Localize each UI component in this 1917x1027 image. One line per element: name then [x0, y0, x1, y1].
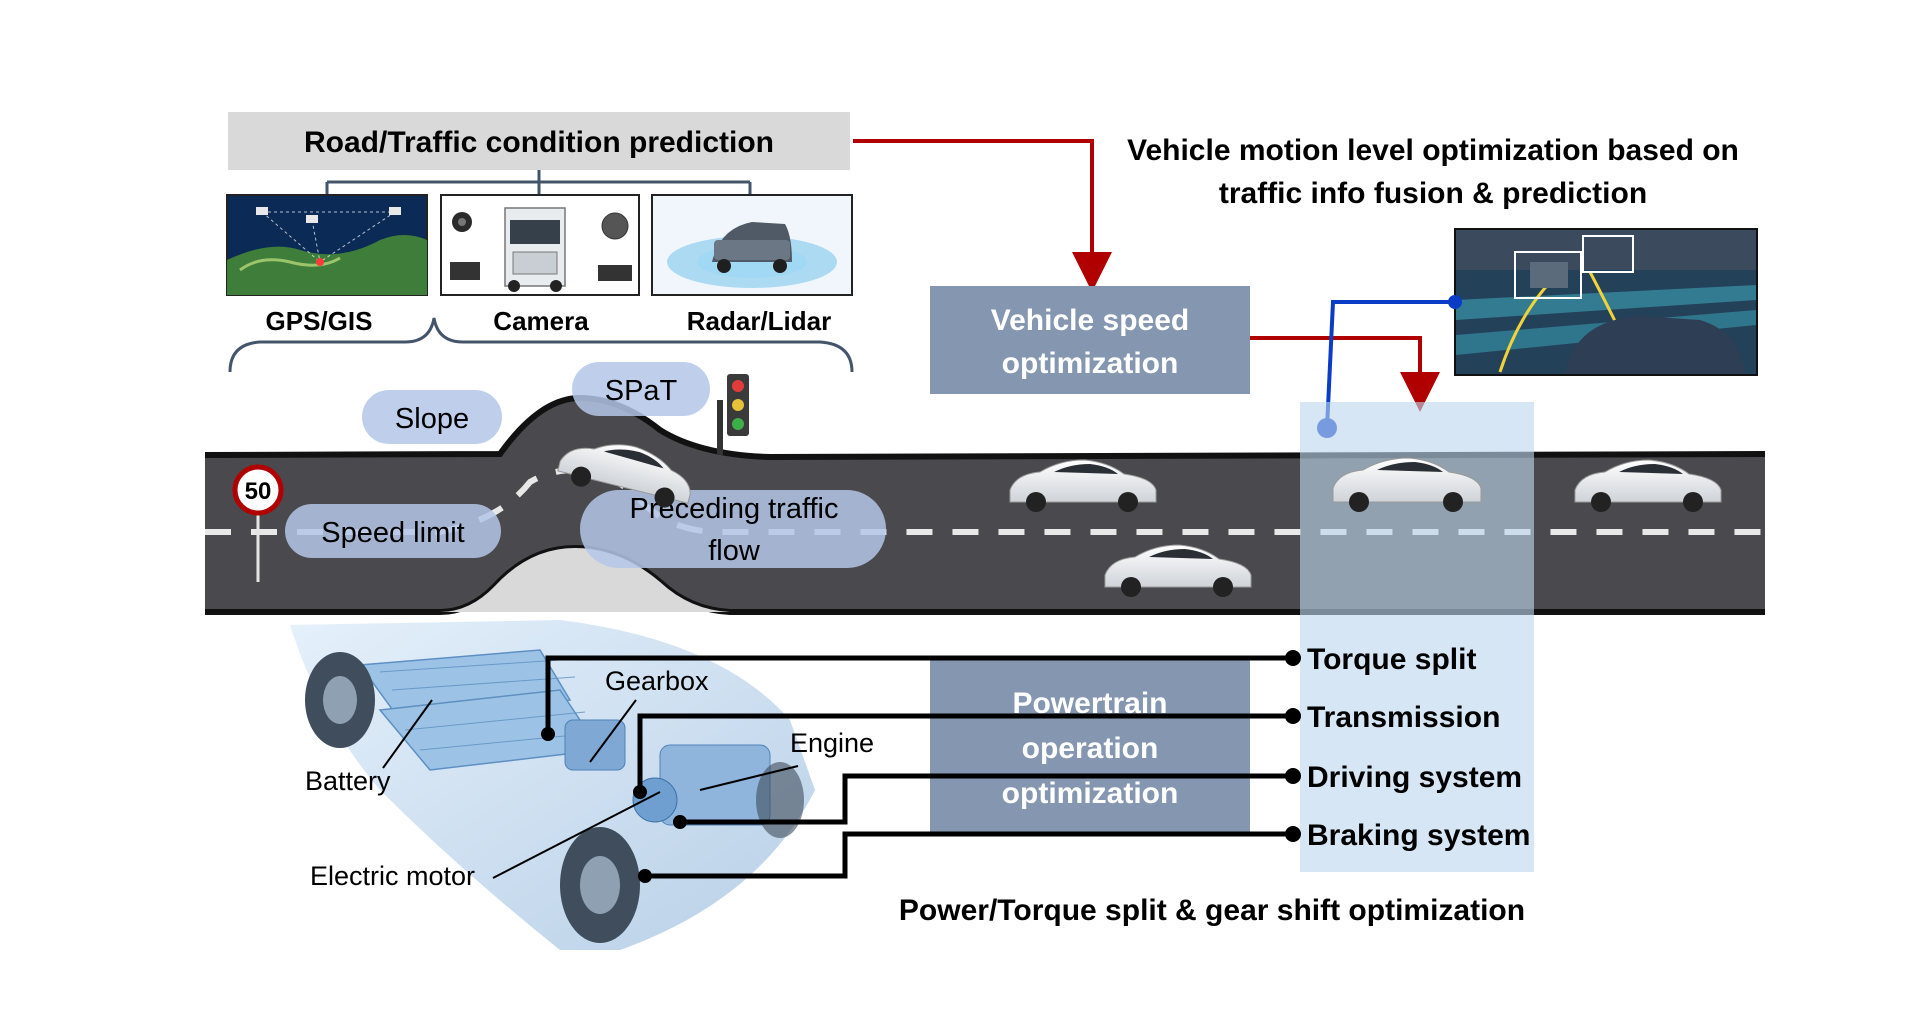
hybrid-chassis-illustration [290, 620, 815, 950]
preceding-traffic-label-line2: flow [708, 535, 761, 567]
output-torque-split: Torque split [1307, 643, 1476, 676]
output-driving-system: Driving system [1307, 761, 1522, 794]
road-traffic-prediction-label: Road/Traffic condition prediction [304, 126, 774, 159]
radar-lidar-label: Radar/Lidar [687, 306, 832, 336]
sensor-brace [228, 317, 854, 373]
car-lane1-ego [1332, 457, 1482, 512]
engine-label: Engine [790, 728, 874, 758]
powertrain-optimization-line2: operation [1022, 732, 1159, 765]
sensor-connector [325, 170, 752, 196]
speed-to-vehicle-arrow [1250, 336, 1440, 412]
battery-label: Battery [305, 766, 391, 796]
gps-gis-label: GPS/GIS [266, 306, 373, 336]
preceding-traffic-bubble [580, 490, 886, 568]
speed-limit-sign-value: 50 [245, 478, 272, 505]
gearbox-label: Gearbox [605, 666, 709, 696]
camera-label: Camera [493, 306, 589, 336]
speed-limit-bubble [285, 504, 501, 558]
car-lane2 [1104, 544, 1252, 597]
car-lane1-b [1574, 459, 1722, 512]
spat-label: SPaT [605, 375, 678, 407]
vehicle-motion-title-line1: Vehicle motion level optimization based … [1127, 134, 1739, 167]
driving-view-image [1454, 228, 1758, 376]
powertrain-optimization-box [930, 660, 1250, 832]
output-connector-lines [545, 655, 1293, 879]
spat-bubble [572, 362, 710, 416]
car-lane1-a [1009, 459, 1157, 512]
speed-limit-label: Speed limit [321, 517, 464, 549]
vehicle-motion-title-line2: traffic info fusion & prediction [1219, 177, 1647, 210]
output-transmission: Transmission [1307, 701, 1500, 734]
output-connector-dots [541, 650, 1301, 883]
slope-bubble [362, 390, 502, 444]
power-torque-footer-label: Power/Torque split & gear shift optimiza… [899, 894, 1525, 927]
component-leader-lines [382, 699, 799, 879]
traffic-light-icon [717, 374, 749, 455]
powertrain-optimization-line3: optimization [1002, 777, 1179, 810]
gps-gis-image [226, 194, 428, 296]
camera-image [440, 194, 640, 296]
slope-label: Slope [395, 403, 469, 435]
output-braking-system: Braking system [1307, 819, 1530, 852]
radar-lidar-image [651, 194, 853, 296]
vehicle-speed-optimization-line1: Vehicle speed [991, 304, 1189, 337]
car-on-hill [557, 444, 691, 508]
vehicle-speed-optimization-line2: optimization [1002, 347, 1179, 380]
prediction-to-speed-arrow [853, 139, 1112, 292]
road-traffic-prediction-box [228, 112, 850, 170]
speed-limit-sign [232, 464, 284, 582]
vehicle-speed-optimization-box [930, 286, 1250, 394]
electric-motor-label: Electric motor [310, 861, 475, 891]
